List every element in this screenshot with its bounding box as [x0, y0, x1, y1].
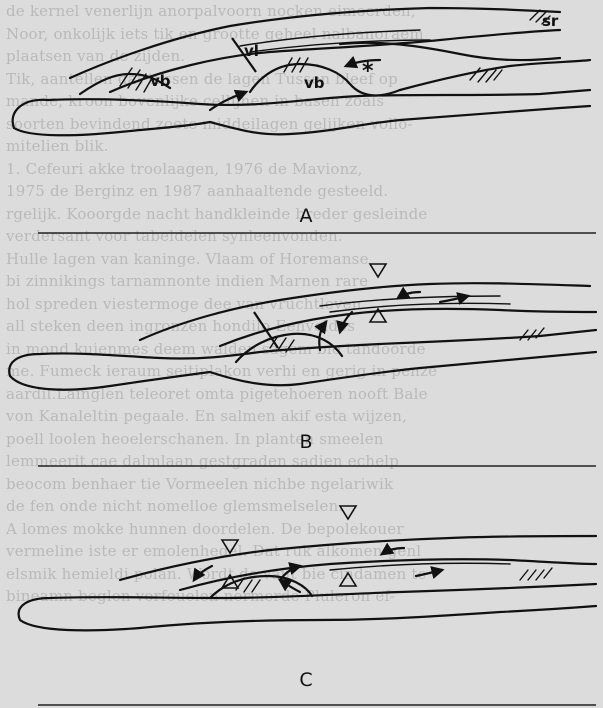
panel-a-arrow-1 — [210, 92, 246, 110]
panel-c-triangle-down-right — [340, 506, 356, 519]
panel-a-label-vl: vl — [244, 42, 259, 60]
panel-b-arrow-1 — [319, 322, 326, 350]
panel-c-triangle-down-left — [222, 540, 238, 553]
panel-a-lower-fold — [13, 90, 590, 135]
panel-a-tail — [340, 43, 590, 90]
panel-a-label-asterisk: * — [362, 59, 374, 84]
panel-c-caption: C — [299, 669, 312, 691]
panel-c-upper-shelf — [120, 536, 596, 590]
panel-b-pointer — [254, 312, 278, 348]
panel-c-arrow-5 — [416, 570, 442, 576]
panel-a: vl vb vb sr * A — [13, 8, 590, 227]
panel-a-label-vb-right: vb — [304, 74, 325, 92]
panel-c-arrow-1 — [194, 566, 212, 580]
panel-a-hatching — [120, 10, 550, 92]
panel-a-inner-lip — [80, 64, 400, 95]
panel-c-arrow-4 — [382, 548, 404, 554]
panel-b-triangle-down — [370, 264, 386, 277]
panel-b-caption: B — [299, 431, 312, 453]
panel-c-triangle-up-right — [340, 573, 356, 586]
panel-a-label-sr: sr — [542, 12, 559, 30]
panel-c: C — [19, 506, 596, 691]
panel-a-label-vb-left: vb — [150, 72, 171, 90]
panel-b: B — [9, 264, 596, 453]
panel-a-caption: A — [300, 205, 313, 227]
panel-b-lower-fold — [9, 330, 596, 390]
